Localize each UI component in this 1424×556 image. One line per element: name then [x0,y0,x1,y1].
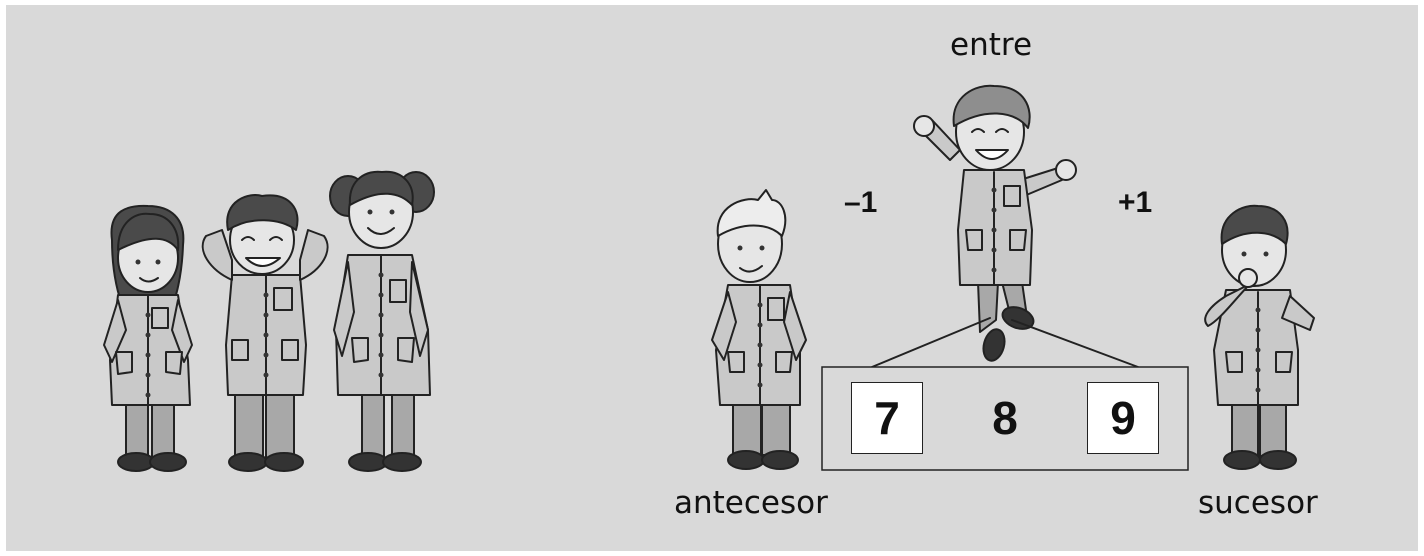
child-girl-pigtails [329,170,435,472]
middle-number: 8 [992,392,1018,444]
minus-one-operator: –1 [844,186,878,219]
predecessor-number-box [851,382,923,454]
predecessor-label: antecesor [674,485,828,521]
child-successor [1204,204,1315,470]
successor-number: 9 [1110,392,1136,444]
between-label: entre [950,27,1033,63]
child-boy-curly-hair [201,194,329,472]
successor-number-box [1087,382,1159,454]
child-predecessor [711,189,807,470]
child-girl-long-hair [103,204,193,472]
successor-label: sucesor [1198,485,1318,521]
child-between [913,84,1077,362]
predecessor-number: 7 [874,392,900,444]
plus-one-operator: +1 [1118,186,1153,219]
